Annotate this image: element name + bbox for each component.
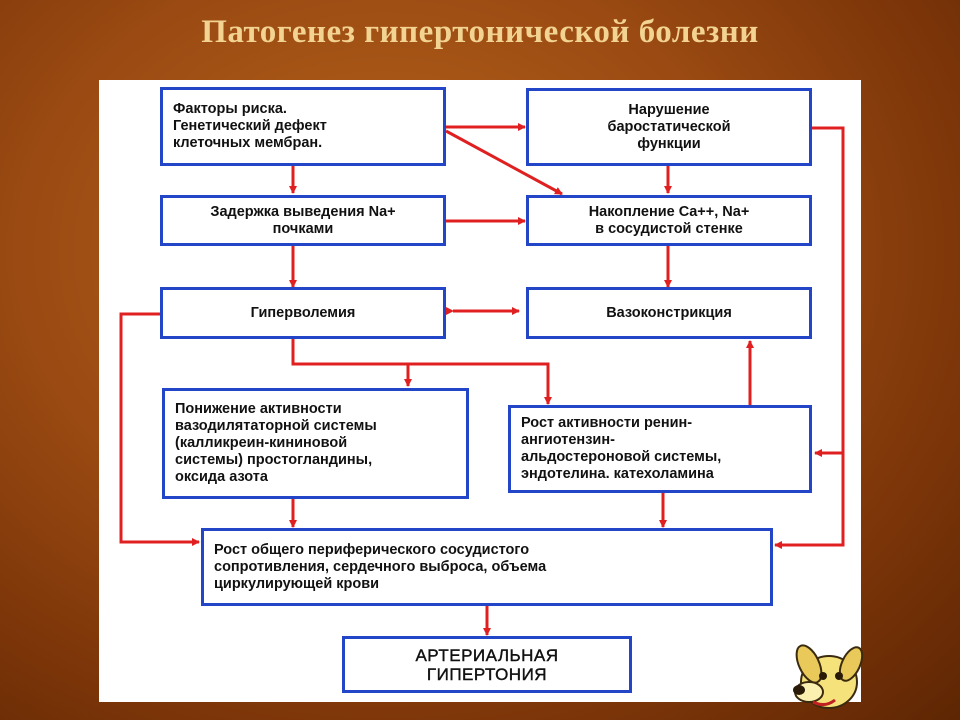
box-vasoconstriction: Вазоконстрикция bbox=[526, 287, 812, 339]
box-resistance: Рост общего периферического сосудистого … bbox=[201, 528, 773, 606]
box-hypervolemia: Гиперволемия bbox=[160, 287, 446, 339]
box-baro: Нарушение баростатической функции bbox=[526, 88, 812, 166]
box-raas: Рост активности ренин- ангиотензин- альд… bbox=[508, 405, 812, 493]
box-risk-factors: Факторы риска. Генетический дефект клето… bbox=[160, 87, 446, 166]
dog-clipart-icon bbox=[793, 644, 864, 709]
arrow-risk-to-ca bbox=[445, 129, 563, 196]
arrow-baro-right-loop bbox=[774, 126, 845, 549]
box-vasodilator-text: Понижение активности вазодилятаторной си… bbox=[175, 401, 377, 485]
box-vasodilator: Понижение активности вазодилятаторной си… bbox=[162, 388, 469, 499]
box-na-retention: Задержка выведения Na+ почками bbox=[160, 195, 446, 246]
arrow-hyper-bus bbox=[291, 339, 552, 405]
box-resistance-text: Рост общего периферического сосудистого … bbox=[214, 541, 547, 592]
box-raas-text: Рост активности ренин- ангиотензин- альд… bbox=[521, 415, 722, 482]
box-vasoconstriction-text: Вазоконстрикция bbox=[606, 304, 732, 321]
box-risk-factors-text: Факторы риска. Генетический дефект клето… bbox=[173, 101, 327, 151]
box-ca-accumulation-text: Накопление Ca++, Na+ в сосудистой стенке bbox=[588, 203, 750, 237]
slide-title: Патогенез гипертонической болезни bbox=[201, 14, 759, 50]
box-na-retention-text: Задержка выведения Na+ почками bbox=[210, 203, 396, 237]
box-hypertension: АРТЕРИАЛЬНАЯ ГИПЕРТОНИЯ bbox=[342, 636, 632, 693]
box-baro-text: Нарушение баростатической функции bbox=[607, 101, 731, 152]
box-hypervolemia-text: Гиперволемия bbox=[250, 304, 356, 321]
box-ca-accumulation: Накопление Ca++, Na+ в сосудистой стенке bbox=[526, 195, 812, 246]
box-hypertension-text: АРТЕРИАЛЬНАЯ ГИПЕРТОНИЯ bbox=[415, 645, 559, 684]
arrow-hyper-to-resistance bbox=[119, 312, 200, 546]
